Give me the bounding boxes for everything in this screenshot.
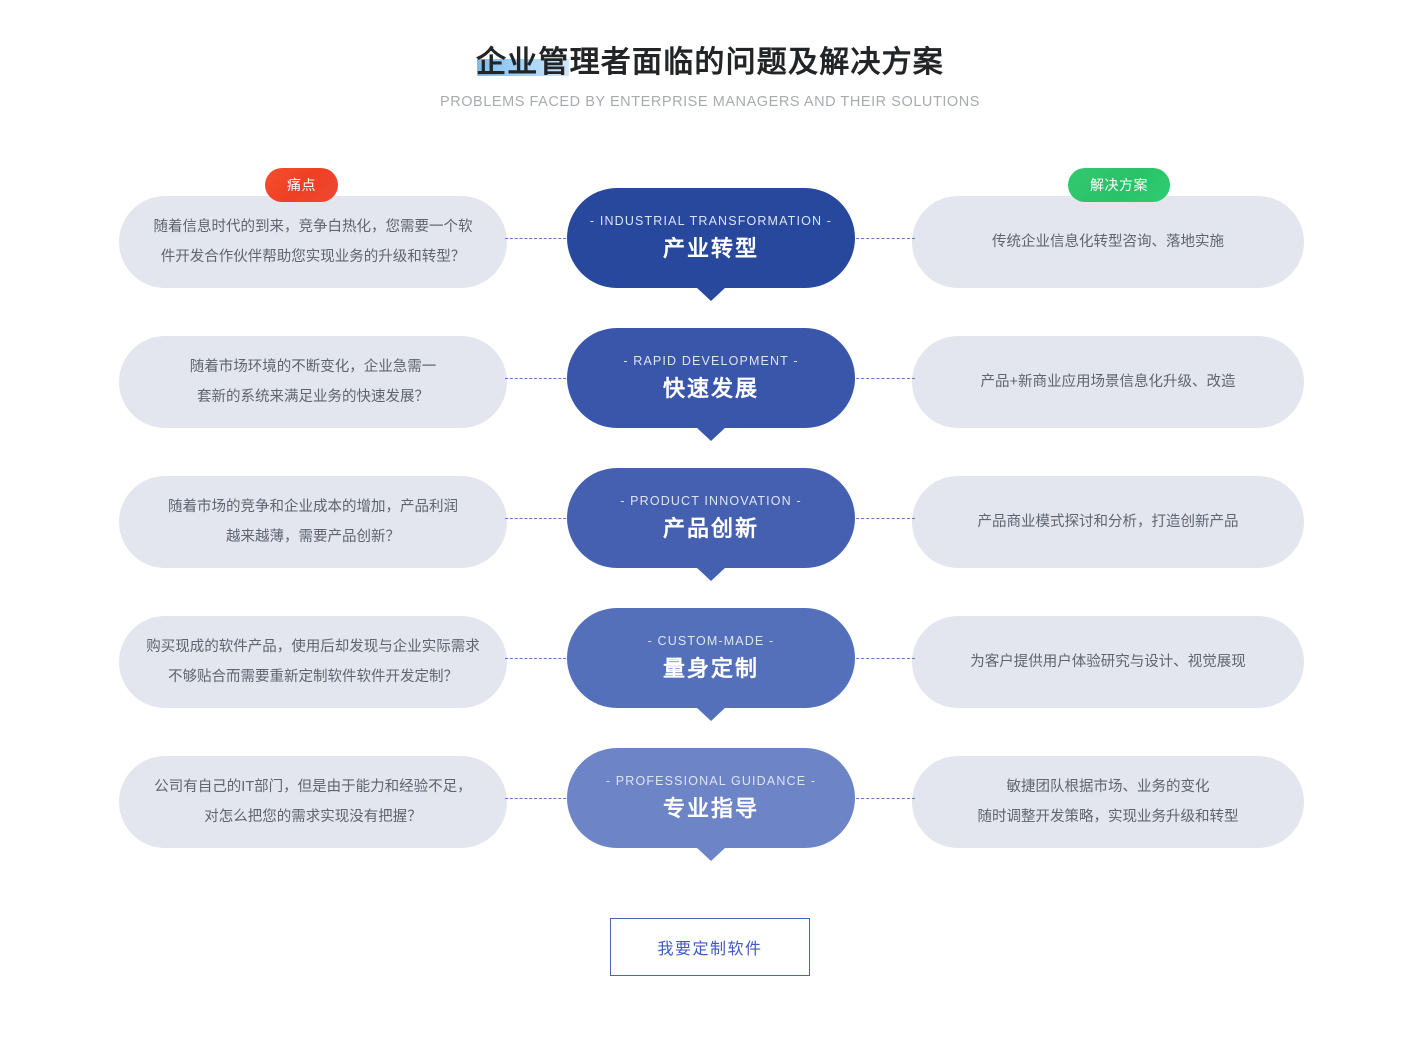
custom-software-cta-button[interactable]: 我要定制软件 <box>610 918 810 976</box>
page-title: 企业管理者面临的问题及解决方案 <box>476 46 944 79</box>
topic-box-4[interactable]: - CUSTOM-MADE - 量身定制 <box>567 608 855 721</box>
badge-pain-label: 痛点 <box>287 177 316 193</box>
solution-box-4: 为客户提供用户体验研究与设计、视觉展现 <box>912 616 1304 708</box>
solution-line: 敏捷团队根据市场、业务的变化 <box>1006 778 1210 795</box>
row-5: 公司有自己的IT部门，但是由于能力和经验不足， 对怎么把您的需求实现没有把握？ … <box>0 748 1420 888</box>
topic-en-label: - INDUSTRIAL TRANSFORMATION - <box>589 213 833 228</box>
solution-box-5: 敏捷团队根据市场、业务的变化 随时调整开发策略，实现业务升级和转型 <box>912 756 1304 848</box>
pain-line: 套新的系统来满足业务的快速发展？ <box>197 389 429 405</box>
solution-line: 为客户提供用户体验研究与设计、视觉展现 <box>970 653 1246 670</box>
row-1: 随着信息时代的到来，竞争白热化，您需要一个软 件开发合作伙伴帮助您实现业务的升级… <box>0 188 1420 328</box>
connector-left-5 <box>505 798 571 799</box>
connector-left-2 <box>505 378 571 379</box>
pain-line: 不够贴合而需要重新定制软件软件开发定制？ <box>168 669 458 685</box>
row-2: 随着市场环境的不断变化，企业急需一 套新的系统来满足业务的快速发展？ - RAP… <box>0 328 1420 468</box>
pain-line: 越来越薄，需要产品创新？ <box>226 529 400 545</box>
down-arrow-icon <box>696 847 726 861</box>
pain-line: 随着市场环境的不断变化，企业急需一 <box>189 358 437 375</box>
page-header: 企业管理者面临的问题及解决方案 PROBLEMS FACED BY ENTERP… <box>0 48 1420 111</box>
connector-right-1 <box>851 238 915 239</box>
badge-solution: 解决方案 <box>1068 168 1170 202</box>
pain-line: 随着市场的竞争和企业成本的增加，产品利润 <box>168 498 458 515</box>
pain-box-5: 公司有自己的IT部门，但是由于能力和经验不足， 对怎么把您的需求实现没有把握？ <box>119 756 507 848</box>
connector-left-3 <box>505 518 571 519</box>
connector-left-1 <box>505 238 571 239</box>
solution-box-1: 传统企业信息化转型咨询、落地实施 <box>912 196 1304 288</box>
topic-cn-label: 量身定制 <box>662 655 759 681</box>
title-highlight-bar <box>477 59 569 76</box>
solution-line: 传统企业信息化转型咨询、落地实施 <box>992 233 1224 250</box>
solution-line: 产品+新商业应用场景信息化升级、改造 <box>980 373 1236 390</box>
connector-right-2 <box>851 378 915 379</box>
pain-line: 对怎么把您的需求实现没有把握？ <box>204 809 422 825</box>
topic-en-label: - RAPID DEVELOPMENT - <box>623 353 799 368</box>
topic-cn-label: 产品创新 <box>662 515 759 541</box>
row-4: 购买现成的软件产品，使用后却发现与企业实际需求 不够贴合而需要重新定制软件软件开… <box>0 608 1420 748</box>
badge-solution-label: 解决方案 <box>1090 177 1148 193</box>
pain-line: 购买现成的软件产品，使用后却发现与企业实际需求 <box>146 638 480 655</box>
connector-right-5 <box>851 798 915 799</box>
pain-box-2: 随着市场环境的不断变化，企业急需一 套新的系统来满足业务的快速发展？ <box>119 336 507 428</box>
solution-box-2: 产品+新商业应用场景信息化升级、改造 <box>912 336 1304 428</box>
topic-box-2[interactable]: - RAPID DEVELOPMENT - 快速发展 <box>567 328 855 441</box>
topic-cn-label: 产业转型 <box>662 235 759 261</box>
down-arrow-icon <box>696 287 726 301</box>
badge-pain-point: 痛点 <box>265 168 338 202</box>
title-wrap: 企业管理者面临的问题及解决方案 <box>476 48 944 78</box>
pain-box-1: 随着信息时代的到来，竞争白热化，您需要一个软 件开发合作伙伴帮助您实现业务的升级… <box>119 196 507 288</box>
connector-left-4 <box>505 658 571 659</box>
row-3: 随着市场的竞争和企业成本的增加，产品利润 越来越薄，需要产品创新？ - PROD… <box>0 468 1420 608</box>
pain-line: 公司有自己的IT部门，但是由于能力和经验不足， <box>154 778 472 795</box>
connector-right-3 <box>851 518 915 519</box>
topic-box-3[interactable]: - PRODUCT INNOVATION - 产品创新 <box>567 468 855 581</box>
solution-line: 随时调整开发策略，实现业务升级和转型 <box>977 809 1239 825</box>
pain-line: 随着信息时代的到来，竞争白热化，您需要一个软 <box>153 218 473 235</box>
pain-box-3: 随着市场的竞争和企业成本的增加，产品利润 越来越薄，需要产品创新？ <box>119 476 507 568</box>
down-arrow-icon <box>696 427 726 441</box>
pain-box-4: 购买现成的软件产品，使用后却发现与企业实际需求 不够贴合而需要重新定制软件软件开… <box>119 616 507 708</box>
solution-box-3: 产品商业模式探讨和分析，打造创新产品 <box>912 476 1304 568</box>
rows-container: 随着信息时代的到来，竞争白热化，您需要一个软 件开发合作伙伴帮助您实现业务的升级… <box>0 188 1420 888</box>
topic-box-1[interactable]: - INDUSTRIAL TRANSFORMATION - 产业转型 <box>567 188 855 301</box>
solution-line: 产品商业模式探讨和分析，打造创新产品 <box>977 513 1239 530</box>
topic-cn-label: 快速发展 <box>662 375 759 401</box>
connector-right-4 <box>851 658 915 659</box>
page-subtitle: PROBLEMS FACED BY ENTERPRISE MANAGERS AN… <box>439 94 981 110</box>
topic-cn-label: 专业指导 <box>662 795 759 821</box>
down-arrow-icon <box>696 567 726 581</box>
topic-box-5[interactable]: - PROFESSIONAL GUIDANCE - 专业指导 <box>567 748 855 861</box>
pain-line: 件开发合作伙伴帮助您实现业务的升级和转型？ <box>160 249 466 265</box>
down-arrow-icon <box>696 707 726 721</box>
topic-en-label: - PROFESSIONAL GUIDANCE - <box>605 773 817 788</box>
topic-en-label: - PRODUCT INNOVATION - <box>620 493 802 508</box>
topic-en-label: - CUSTOM-MADE - <box>647 633 775 648</box>
